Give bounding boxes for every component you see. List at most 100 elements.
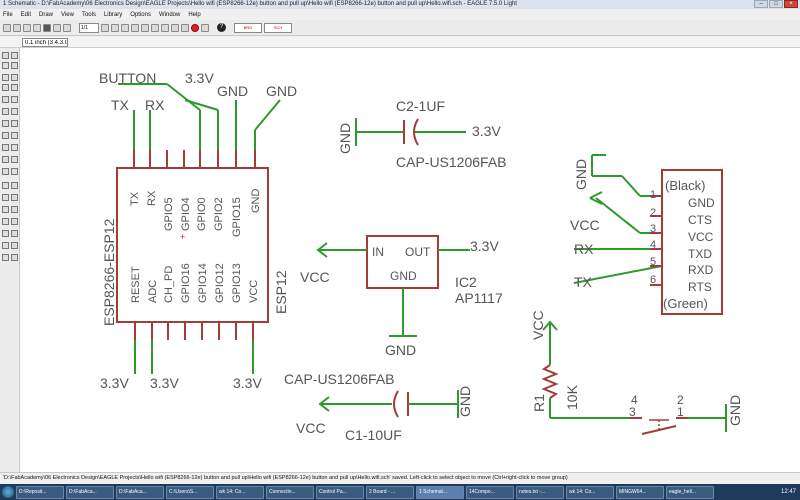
taskbar-item[interactable]: D:\FabAca... <box>116 485 164 499</box>
coordinate-input[interactable] <box>22 38 68 47</box>
esp-pin-gpio14: GPIO14 <box>197 263 209 303</box>
close-button[interactable]: × <box>784 0 798 8</box>
open-icon[interactable] <box>3 23 11 32</box>
zoom-select-icon[interactable] <box>151 23 159 32</box>
ftdi-pin-txd: TXD <box>688 247 712 261</box>
replace-icon[interactable] <box>2 132 9 139</box>
schematic-badge-button[interactable]: SCH <box>264 22 292 33</box>
delete-icon[interactable] <box>11 108 18 115</box>
start-button[interactable] <box>2 486 14 498</box>
sheet-icon[interactable] <box>53 23 61 32</box>
zoom-previous-icon[interactable] <box>161 23 169 32</box>
help-icon[interactable]: ? <box>217 23 226 32</box>
invoke-icon[interactable] <box>11 168 18 175</box>
arc-icon[interactable] <box>11 194 18 201</box>
zoom-redraw-icon[interactable] <box>141 23 149 32</box>
menu-help[interactable]: Help <box>188 12 201 18</box>
menu-library[interactable]: Library <box>103 12 123 18</box>
taskbar-item[interactable]: wk 14: Co... <box>216 485 264 499</box>
ftdi-green-label: (Green) <box>663 296 708 311</box>
menu-file[interactable]: File <box>3 12 13 18</box>
taskbar-item[interactable]: Control Pa... <box>316 485 364 499</box>
menu-options[interactable]: Options <box>130 12 151 18</box>
name-icon[interactable] <box>2 144 9 151</box>
menu-view[interactable]: View <box>61 12 74 18</box>
ftdi-tx-label: TX <box>574 274 593 290</box>
save-icon[interactable] <box>13 23 21 32</box>
menu-tools[interactable]: Tools <box>81 12 96 18</box>
rotate-icon[interactable] <box>11 84 18 91</box>
board-icon[interactable] <box>43 23 51 32</box>
maximize-button[interactable]: □ <box>769 0 783 8</box>
move-icon[interactable] <box>2 74 9 81</box>
zoom-in-icon[interactable] <box>121 23 129 32</box>
copy-icon[interactable] <box>11 74 18 81</box>
taskbar-item[interactable]: wk 14: Co... <box>566 485 614 499</box>
taskbar-item[interactable]: MINGW64... <box>616 485 664 499</box>
regulator-ic2: IN OUT GND VCC 3.3V GND IC2 AP1117 <box>300 235 503 358</box>
change-icon[interactable] <box>11 96 18 103</box>
paste-icon[interactable] <box>2 108 9 115</box>
taskbar-item[interactable]: Connectin... <box>266 485 314 499</box>
text-icon[interactable] <box>11 182 18 189</box>
taskbar-item[interactable]: notes.txt -... <box>516 485 564 499</box>
label-icon[interactable] <box>11 230 18 237</box>
menu-window[interactable]: Window <box>158 12 181 18</box>
taskbar-item[interactable]: 14Compo... <box>466 485 514 499</box>
dimension-icon[interactable] <box>11 242 18 249</box>
zoom-out-icon[interactable] <box>131 23 139 32</box>
grid-select[interactable]: 1/1 <box>79 22 99 33</box>
mirror-icon[interactable] <box>2 84 9 91</box>
taskbar-item-schematic[interactable]: 1 Schemat... <box>416 485 464 499</box>
pin-icon[interactable] <box>101 23 109 32</box>
menu-draw[interactable]: Draw <box>39 12 54 18</box>
print-icon[interactable] <box>23 23 31 32</box>
esp-net-labels: TX RX BUTTON 3.3V GND GND 3.3V 3.3V 3.3V <box>99 70 297 391</box>
rect-icon[interactable] <box>2 206 9 213</box>
stop-icon[interactable] <box>191 23 199 32</box>
net-icon[interactable] <box>11 218 18 225</box>
undo-icon[interactable] <box>171 23 179 32</box>
errors-icon[interactable] <box>11 254 18 261</box>
info-icon[interactable] <box>2 52 9 59</box>
schematic-canvas[interactable]: TX RX GPIO5 GPIO4 GPIO0 GPIO2 GPIO15 GND… <box>20 48 800 472</box>
taskbar-item[interactable]: C:\Users\S... <box>166 485 214 499</box>
smash-icon[interactable] <box>2 156 9 163</box>
ic2-name: IC2 <box>455 274 477 290</box>
polygon-icon[interactable] <box>11 206 18 213</box>
ic2-in-pin: IN <box>372 245 384 259</box>
ftdi-pin-num-5: 5 <box>650 256 656 268</box>
window-title: 1 Schematic - D:\FabAcademy\06 Electroni… <box>3 1 517 7</box>
miter-icon[interactable] <box>11 156 18 163</box>
ulp-icon[interactable] <box>63 23 71 32</box>
minimize-button[interactable]: – <box>754 0 768 8</box>
eye-icon[interactable] <box>11 52 18 59</box>
go-icon[interactable] <box>201 23 209 32</box>
value-icon[interactable] <box>11 144 18 151</box>
bus-icon[interactable] <box>2 218 9 225</box>
redo-icon[interactable] <box>181 23 189 32</box>
taskbar-item[interactable]: D:\Reposit... <box>16 485 64 499</box>
gateswap-icon[interactable] <box>11 132 18 139</box>
esp-pin-gpio2: GPIO2 <box>213 197 225 231</box>
split-icon[interactable] <box>2 168 9 175</box>
wire-icon[interactable] <box>2 182 9 189</box>
cam-icon[interactable] <box>33 23 41 32</box>
menu-edit[interactable]: Edit <box>20 12 32 18</box>
taskbar-item[interactable]: D:\FabAca... <box>66 485 114 499</box>
add-icon[interactable] <box>2 120 9 127</box>
board-badge-button[interactable]: BRD <box>234 22 262 33</box>
group-icon[interactable] <box>2 96 9 103</box>
taskbar-item[interactable]: 2 Board - ... <box>366 485 414 499</box>
pinswap-icon[interactable] <box>11 120 18 127</box>
junction-icon[interactable] <box>2 230 9 237</box>
attribute-icon[interactable] <box>2 242 9 249</box>
circle-icon[interactable] <box>2 194 9 201</box>
erc-icon[interactable] <box>2 254 9 261</box>
taskbar-item[interactable]: eagle_hell... <box>666 485 714 499</box>
toolbar: 1/1 ? BRD SCH <box>0 20 800 36</box>
zoom-fit-icon[interactable] <box>111 23 119 32</box>
mark-icon[interactable] <box>11 62 18 69</box>
display-icon[interactable] <box>2 62 9 69</box>
